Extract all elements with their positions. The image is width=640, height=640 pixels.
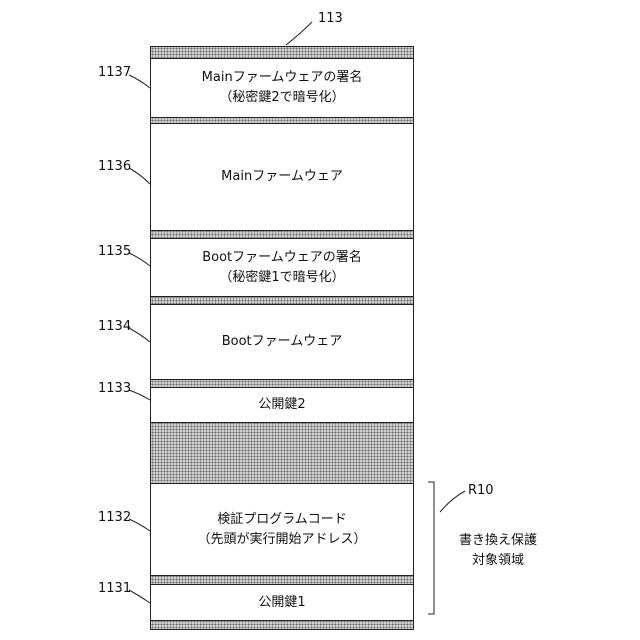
- protected-region-label-line1: 書き換え保護: [436, 531, 560, 551]
- protected-region-label-line2: 対象領域: [436, 551, 560, 571]
- leader-1133: [129, 390, 150, 400]
- block-public-key-1: 公開鍵1: [151, 584, 413, 621]
- ref-1133: 1133: [98, 382, 131, 396]
- leader-r10: [440, 491, 465, 512]
- block-main-firmware-signature: Mainファームウェアの署名 （秘密鍵2で暗号化）: [151, 58, 413, 118]
- block-label: Bootファームウェアの署名: [202, 248, 362, 268]
- protected-region-label: 書き換え保護 対象領域: [436, 531, 560, 571]
- block-label: Mainファームウェアの署名: [202, 68, 363, 88]
- leader-113: [286, 22, 312, 45]
- block-label: 公開鍵1: [258, 593, 305, 613]
- ref-113: 113: [318, 12, 343, 26]
- leader-1131: [129, 590, 150, 603]
- ref-1136: 1136: [98, 160, 131, 174]
- block-sublabel: （秘密鍵1で暗号化）: [219, 268, 344, 288]
- block-verification-program-code: 検証プログラムコード （先頭が実行開始アドレス）: [151, 483, 413, 576]
- block-sublabel: （先頭が実行開始アドレス）: [197, 530, 366, 550]
- memory-map-113: Mainファームウェアの署名 （秘密鍵2で暗号化） Mainファームウェア Bo…: [150, 46, 414, 630]
- block-sublabel: （秘密鍵2で暗号化）: [219, 88, 344, 108]
- block-boot-firmware-signature: Bootファームウェアの署名 （秘密鍵1で暗号化）: [151, 238, 413, 297]
- leader-1135: [129, 253, 150, 266]
- region-bracket: [428, 482, 434, 614]
- block-boot-firmware: Bootファームウェア: [151, 304, 413, 380]
- block-main-firmware: Mainファームウェア: [151, 123, 413, 231]
- ref-1131: 1131: [98, 582, 131, 596]
- block-label: Mainファームウェア: [221, 167, 343, 187]
- leader-1134: [129, 328, 150, 342]
- leader-1136: [129, 168, 150, 184]
- block-public-key-2: 公開鍵2: [151, 387, 413, 423]
- ref-r10: R10: [468, 484, 494, 498]
- ref-1134: 1134: [98, 320, 131, 334]
- ref-1135: 1135: [98, 245, 131, 259]
- block-label: 検証プログラムコード: [217, 510, 347, 530]
- ref-1132: 1132: [98, 511, 131, 525]
- leader-1137: [129, 75, 150, 88]
- ref-1137: 1137: [98, 66, 131, 80]
- block-label: 公開鍵2: [258, 395, 305, 415]
- leader-1132: [129, 519, 150, 531]
- block-label: Bootファームウェア: [222, 332, 343, 352]
